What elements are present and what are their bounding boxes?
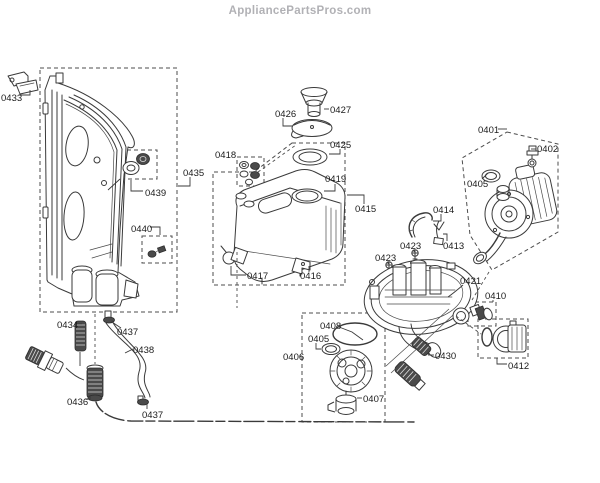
door-hinge-panel [42, 72, 140, 307]
part-label-0426: 0426 [275, 109, 296, 120]
part-label-0415: 0415 [355, 204, 376, 215]
part-label-0439: 0439 [145, 188, 166, 199]
part-label-0437-lower: 0437 [142, 410, 163, 421]
salt-cap-0426 [291, 119, 333, 139]
part-label-0414: 0414 [433, 205, 454, 216]
sump-assembly-0421 [363, 259, 479, 358]
part-label-0436: 0436 [67, 397, 88, 408]
seal-ring-0419 [291, 188, 323, 204]
part-label-0423-lower: 0423 [375, 253, 396, 264]
part-label-0416: 0416 [300, 271, 321, 282]
group-box-0415 [212, 142, 346, 286]
seal-ring-0425 [292, 148, 328, 166]
part-label-0413: 0413 [443, 241, 464, 252]
group-box-0440 [141, 235, 173, 264]
part-label-0430: 0430 [435, 351, 456, 362]
part-label-0421: 0421 [460, 276, 481, 287]
ribbed-coupler-0436 [86, 364, 104, 402]
inlet-fitting [25, 346, 64, 374]
part-label-0410: 0410 [485, 291, 506, 302]
part-label-0405-left: 0405 [308, 334, 329, 345]
filter-cup-0407 [327, 390, 357, 415]
check-valve-0410 [469, 304, 493, 321]
heater-tank-assembly [233, 169, 346, 285]
fill-hose-0438 [105, 320, 151, 399]
site-watermark: AppliancePartsPros.com [228, 5, 372, 17]
clamp-bracket-0414 [408, 212, 433, 238]
part-label-0417: 0417 [247, 271, 268, 282]
part-label-0440: 0440 [131, 224, 152, 235]
leader-lines [19, 90, 536, 409]
clamp-0402 [526, 145, 539, 168]
part-label-0418: 0418 [215, 150, 236, 161]
group-box-0412 [477, 318, 529, 359]
salt-funnel-0427 [300, 87, 328, 117]
drain-hose-run [95, 401, 415, 423]
part-label-0437-upper: 0437 [117, 327, 138, 338]
fasteners-0440 [147, 245, 167, 258]
bracket-0433 [7, 71, 39, 95]
part-label-0401: 0401 [478, 125, 499, 136]
drain-pump-0412 [481, 320, 527, 353]
ribbed-coupler-0430 [411, 336, 432, 357]
part-label-0408: 0408 [320, 321, 341, 332]
grommets-0439 [122, 153, 150, 175]
leader-line [65, 367, 85, 381]
part-label-0405-right: 0405 [467, 179, 488, 190]
part-label-0407: 0407 [363, 394, 384, 405]
grommet-kit-0418 [239, 161, 260, 186]
filter-assembly-0406 [321, 322, 378, 393]
hose-connector-0437-lower [137, 395, 149, 406]
mount-bracket-0416 [291, 257, 311, 275]
part-label-0433: 0433 [1, 93, 22, 104]
part-label-0423-upper: 0423 [400, 241, 421, 252]
circulation-pump-0401 [473, 164, 558, 265]
group-box-0401 [461, 131, 559, 271]
part-label-0419: 0419 [325, 174, 346, 185]
ribbed-barrel [394, 361, 426, 391]
part-label-0438: 0438 [133, 345, 154, 356]
part-label-0427: 0427 [330, 105, 351, 116]
part-label-0435: 0435 [183, 168, 204, 179]
part-label-0425: 0425 [330, 140, 351, 151]
ribbed-hose-0434 [74, 320, 87, 352]
part-label-0406: 0406 [283, 352, 304, 363]
group-box-0439 [119, 149, 158, 180]
pointer-lines [385, 308, 454, 374]
heater-element-0417 [220, 245, 249, 265]
part-label-0412: 0412 [508, 361, 529, 372]
part-label-0434: 0434 [57, 320, 78, 331]
clip-0413 [433, 220, 445, 246]
hose-connector-0437-upper [103, 310, 115, 324]
part-label-0402: 0402 [537, 144, 558, 155]
part-labels: 0433 0435 0439 0440 0434 0436 0437 0438 … [1, 93, 558, 421]
